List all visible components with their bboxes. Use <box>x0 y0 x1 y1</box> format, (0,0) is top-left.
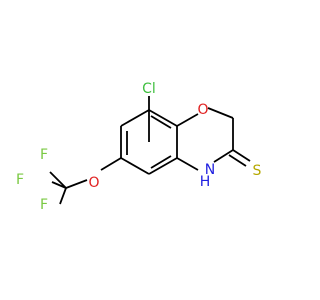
atom-o-ether: O <box>88 175 99 191</box>
bond-inner-2 <box>150 155 172 169</box>
bond-n-c3 <box>176 157 199 171</box>
bond-cf3-f2 <box>51 181 67 189</box>
bond-cf3-f1 <box>49 171 67 189</box>
bond-cf3-f3 <box>59 187 67 205</box>
bond-oether-cf3 <box>65 179 88 189</box>
bond-c-s-2 <box>228 154 247 167</box>
bond-inner-3 <box>150 115 172 129</box>
atom-labels: Cl O S N H O F F F <box>16 81 262 213</box>
atom-o-ring: O <box>197 102 208 118</box>
bond-c5-c4 <box>120 157 150 175</box>
bond-c2-c1 <box>148 109 178 127</box>
bond-cthione-n <box>213 149 234 163</box>
atom-s: S <box>253 163 262 179</box>
atom-f2: F <box>16 172 24 188</box>
atom-h: H <box>200 174 211 190</box>
bond-c5-oether <box>100 157 122 171</box>
molecule-drawing: Cl O S N H O F F F <box>16 81 262 213</box>
bond-c2-oring <box>176 113 199 127</box>
bond-oring-ch2 <box>207 107 234 119</box>
atom-f1: F <box>40 147 48 163</box>
bond-c4-c3 <box>148 157 178 175</box>
bond-c-s-1 <box>232 149 251 162</box>
atom-cl: Cl <box>142 81 156 97</box>
atom-n: N <box>205 162 215 178</box>
atom-f3: F <box>40 197 48 213</box>
structure-canvas: Cl O S N H O F F F <box>15 81 262 213</box>
bond-c1-c6 <box>120 109 150 127</box>
bonds <box>49 96 251 205</box>
